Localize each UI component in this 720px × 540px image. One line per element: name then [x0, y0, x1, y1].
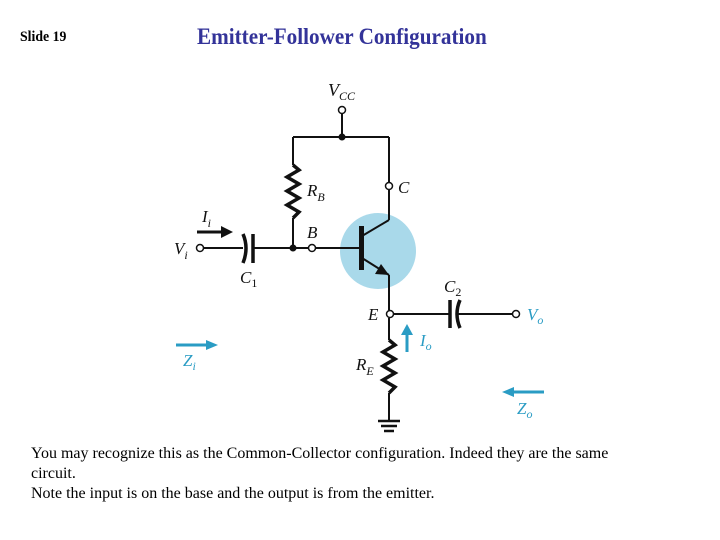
zi-arrow-icon [206, 340, 218, 350]
label-ii: Ii [201, 207, 211, 230]
label-c2: C2 [444, 277, 461, 299]
label-zi: Zi [183, 351, 196, 373]
vi-terminal [195, 243, 205, 253]
transistor-base-bar [359, 226, 364, 270]
slide-body-text: You may recognize this as the Common-Col… [31, 444, 701, 504]
ground-icon [378, 419, 400, 433]
body-line: You may recognize this as the Common-Col… [31, 445, 609, 462]
label-rb: RB [306, 181, 325, 204]
label-vi: Vi [174, 239, 188, 262]
ii-arrow-icon [221, 226, 233, 238]
vcc-junction [338, 133, 346, 141]
io-arrow-icon [401, 324, 413, 335]
base-terminal [307, 243, 317, 253]
collector-terminal [384, 181, 394, 191]
label-vcc: VCC [328, 80, 356, 103]
transistor-envelope [340, 213, 416, 289]
emitter-arrow [375, 264, 389, 275]
vcc-terminal [337, 105, 347, 115]
label-zo: Zo [517, 399, 532, 421]
slide-title: Emitter-Follower Configuration [197, 24, 487, 49]
label-vo: Vo [527, 305, 543, 327]
label-c1: C1 [240, 268, 257, 290]
label-emitter: E [367, 305, 379, 324]
label-io: Io [419, 331, 432, 353]
resistor-re [379, 338, 399, 395]
capacitor-c1-curved-plate [241, 233, 248, 264]
label-re: RE [355, 355, 374, 378]
vo-terminal [511, 309, 521, 319]
capacitor-c2-curved-plate [455, 299, 462, 329]
zo-arrow-icon [502, 387, 514, 397]
label-collector: C [398, 178, 410, 197]
body-line: Note the input is on the base and the ou… [31, 485, 435, 502]
slide-number: Slide 19 [20, 29, 67, 45]
body-line: circuit. [31, 465, 76, 482]
emitter-terminal [385, 309, 395, 319]
resistor-rb [283, 163, 303, 220]
label-base: B [307, 223, 318, 242]
